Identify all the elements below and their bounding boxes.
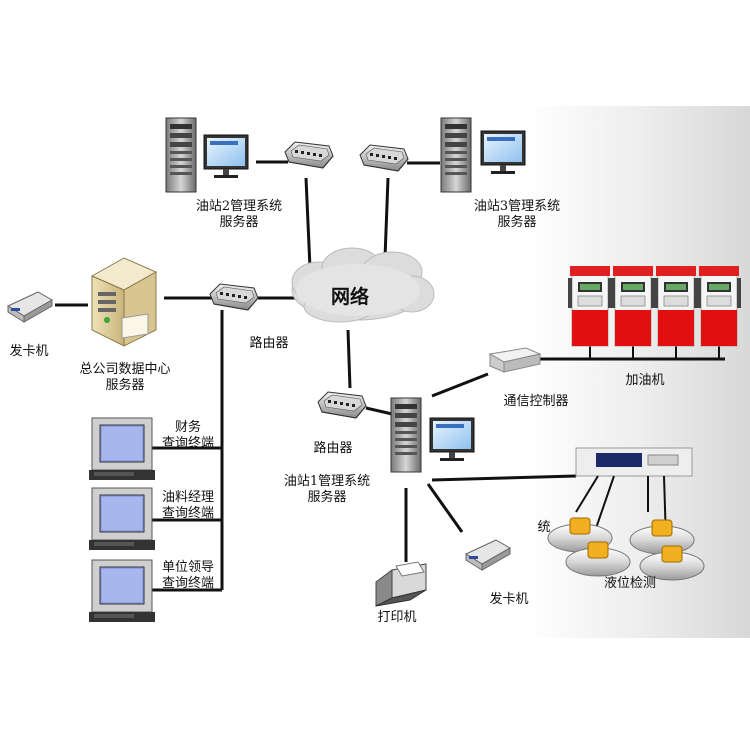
dispenser-label: 加油机 — [625, 373, 665, 388]
dispenser-1-icon — [567, 265, 613, 347]
hq-server-label: 总公司数据中心服务器 — [79, 362, 171, 393]
unit-leader-terminal-label: 单位领导查询终端 — [161, 560, 214, 591]
dispenser-2-icon — [610, 265, 656, 347]
comm-controller-icon — [488, 347, 542, 373]
comm-controller-label: 通信控制器 — [503, 394, 569, 409]
station1-router-icon — [317, 391, 367, 419]
station3-label: 油站3管理系统服务器 — [473, 199, 561, 230]
card-issuer-bottom-icon — [465, 539, 511, 571]
card-issuer-bottom-label: 发卡机 — [489, 592, 529, 607]
station2-server-tower-icon — [165, 117, 197, 193]
router-top-label: 路由器 — [249, 336, 289, 351]
card-issuer-left-icon — [7, 291, 53, 323]
station1-label: 油站1管理系统服务器 — [283, 474, 371, 505]
station2-monitor-icon — [203, 134, 249, 179]
level-detection-label: 液位检测 — [603, 576, 656, 591]
level-console-icon — [575, 447, 693, 477]
card-issuer-left-label: 发卡机 — [9, 344, 49, 359]
router-mid-label: 路由器 — [313, 441, 353, 456]
finance-terminal-icon — [88, 417, 156, 481]
dispenser-4-icon — [696, 265, 742, 347]
unit-leader-terminal-icon — [88, 559, 156, 623]
station2-router-icon — [284, 141, 334, 169]
printer-icon — [375, 561, 427, 607]
connection-lines — [55, 160, 725, 592]
station3-monitor-icon — [480, 130, 526, 175]
oil-manager-terminal-icon — [88, 487, 156, 551]
station2-label: 油站2管理系统服务器 — [195, 199, 283, 230]
oil-manager-terminal-label: 油料经理查询终端 — [161, 490, 214, 521]
station1-server-tower-icon — [390, 397, 422, 473]
station1-monitor-icon — [429, 417, 475, 462]
dispenser-3-icon — [653, 265, 699, 347]
hq-server-icon — [90, 257, 158, 347]
station3-router-icon — [359, 144, 409, 172]
station3-server-tower-icon — [440, 117, 472, 193]
level-side-text: 统 — [537, 520, 551, 535]
finance-terminal-label: 财务查询终端 — [161, 420, 214, 451]
printer-label: 打印机 — [377, 610, 417, 625]
network-cloud-label: 网络 — [331, 286, 370, 308]
hq-router-icon — [209, 283, 259, 311]
